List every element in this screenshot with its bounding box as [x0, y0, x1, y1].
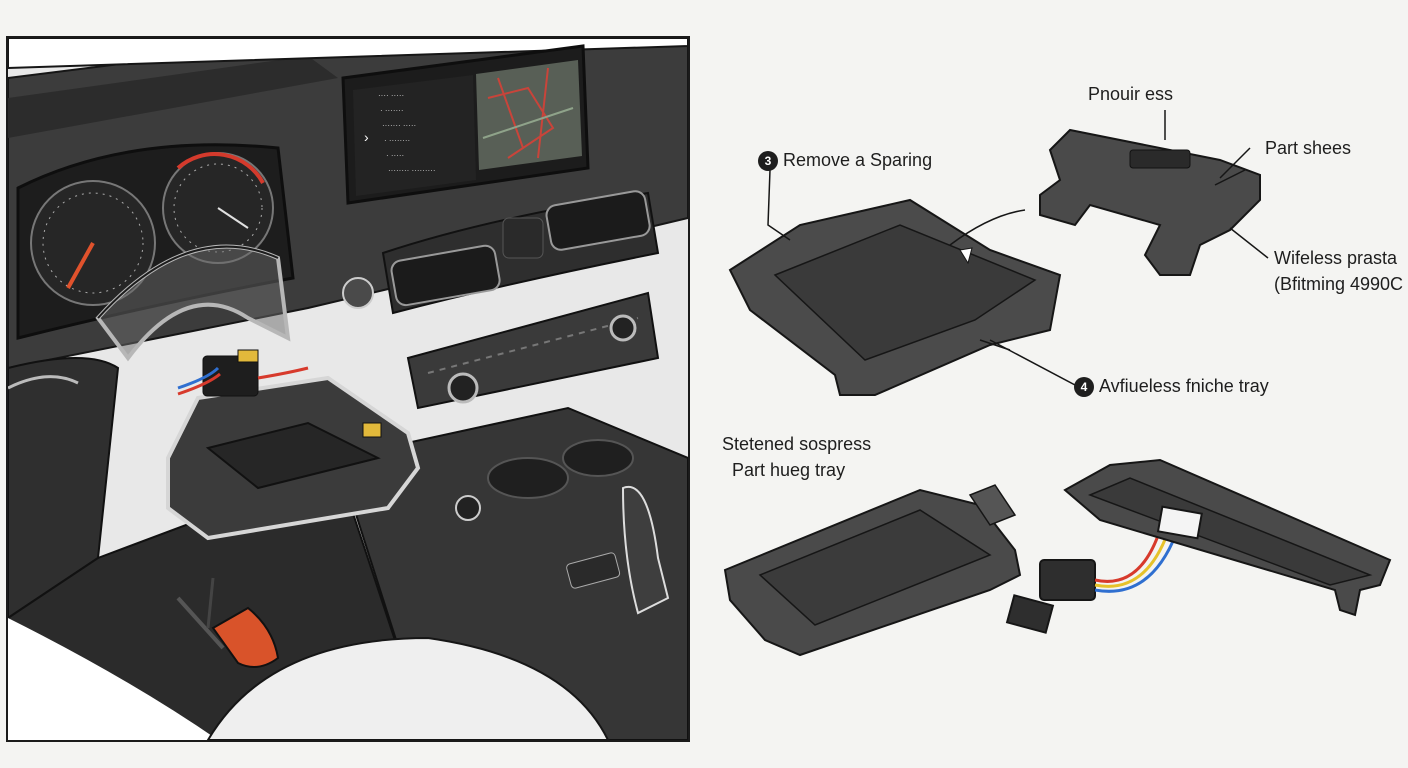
- infotainment-screen: ···· ····· · ······· ······· ····· · ···…: [341, 44, 590, 205]
- menu-line-4: · ········: [384, 136, 410, 145]
- menu-line-2: · ·······: [380, 106, 404, 115]
- lower-tray-part: [723, 484, 1022, 657]
- chevron-right-icon: ›: [364, 129, 369, 145]
- label-wireless-line1: Wifeless prasta: [1274, 248, 1398, 268]
- label-part-shees: Part shees: [1265, 138, 1352, 158]
- removed-bezel: [95, 244, 291, 362]
- open-tray-part: [728, 198, 1062, 396]
- menu-line-5: · ·····: [386, 151, 404, 160]
- wireless-tray-in-car: [166, 349, 421, 541]
- seat: [206, 636, 610, 740]
- interior-svg: ···· ····· · ······· ······· ····· · ···…: [8, 38, 688, 740]
- label-wireless-line2: (Bfitming 4990C: [1274, 274, 1404, 294]
- menu-line-1: ···· ·····: [378, 91, 404, 100]
- center-stack: [342, 190, 660, 410]
- parts-svg: [723, 110, 1392, 657]
- menu-line-3: ······· ·····: [382, 121, 416, 130]
- label-stetened-line2: Part hueg tray: [732, 460, 846, 480]
- interior-illustration: ···· ····· · ······· ······· ····· · ···…: [6, 36, 690, 742]
- label-stetened-line1: Stetened sospress: [722, 434, 872, 454]
- menu-line-6: ········ ·········: [388, 166, 436, 175]
- bracket-part: [1039, 128, 1261, 276]
- step-3-badge: 3: [758, 151, 778, 171]
- step-4-text: Avfiueless fniche tray: [1099, 376, 1269, 396]
- lower-right-tray-part: [1063, 458, 1392, 617]
- step-4-badge: 4: [1074, 377, 1094, 397]
- label-pnouir-ess: Pnouir ess: [1088, 84, 1174, 104]
- parts-diagram: Pnouir ess Part shees Wifeless prasta (B…: [690, 0, 1408, 768]
- step-3-text: Remove a Sparing: [783, 150, 933, 170]
- screwdriver-icon: [176, 577, 280, 668]
